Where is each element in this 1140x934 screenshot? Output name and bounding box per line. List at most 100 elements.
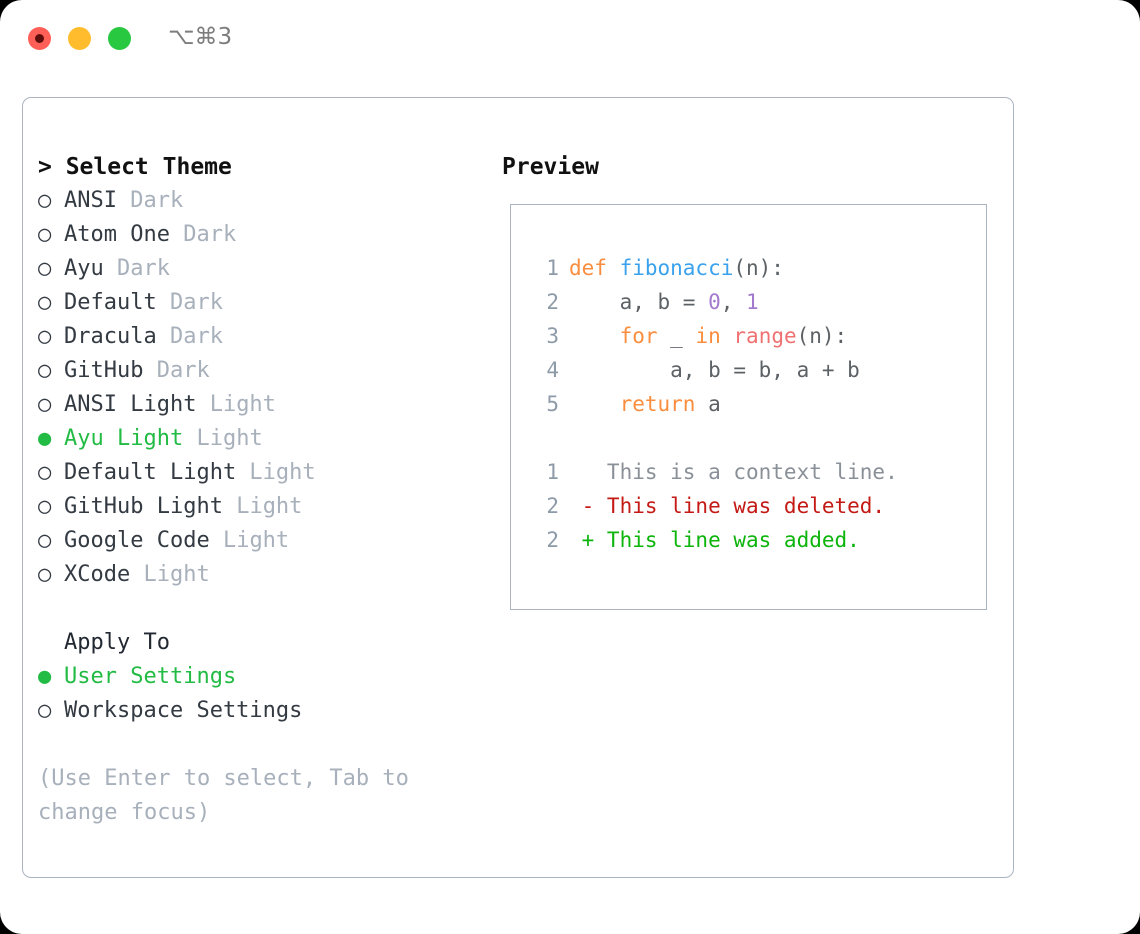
theme-variant-tag: Dark [156,290,223,315]
radio-unselected-icon: ○ [38,324,52,349]
token [721,324,734,348]
line-number: 4 [546,358,559,382]
token [569,392,620,416]
line-content: def fibonacci(n): [559,256,784,280]
theme-option-ansi[interactable]: ○ANSI Dark [38,184,478,218]
line-content: a, b = b, a + b [559,358,860,382]
radio-unselected-icon: ○ [38,256,52,281]
line-content: + This line was added. [559,528,860,552]
theme-variant-tag: Light [236,460,316,485]
radio-unselected-icon: ○ [38,494,52,519]
radio-unselected-icon: ○ [38,562,52,587]
theme-option-label: Dracula [64,324,157,349]
apply-to-option-label: Workspace Settings [64,698,303,723]
theme-option-atom-one[interactable]: ○Atom One Dark [38,218,478,252]
select-theme-heading: > Select Theme [38,154,232,180]
radio-unselected-icon: ○ [38,460,52,485]
close-window-button[interactable] [28,27,51,50]
radio-unselected-icon: ○ [38,222,52,247]
apply-to-option-user-settings[interactable]: ● User Settings [38,660,478,694]
line-number: 2 [546,494,559,518]
line-content: return a [559,392,721,416]
token: for [619,324,658,348]
token: - This line was deleted. [569,494,886,518]
theme-option-github-light[interactable]: ○GitHub Light Light [38,490,478,524]
list-spacer [38,592,478,626]
hint-spacer [38,728,478,762]
token [569,324,620,348]
diff-sample-block: 1 This is a context line.2 - This line w… [531,455,978,557]
token: a [695,392,721,416]
theme-variant-tag: Dark [143,358,210,383]
code-line: 3 for _ in range(n): [531,319,978,353]
token: This is a context line. [569,460,898,484]
theme-option-dracula[interactable]: ○ Dracula Dark [38,320,478,354]
theme-option-label: GitHub [64,358,144,383]
preview-panel: Preview [502,150,1002,184]
theme-option-label: ANSI [64,188,117,213]
diff-line: 2 + This line was added. [531,523,978,557]
keyboard-hint-text: (Use Enter to select, Tab to change focu… [38,766,409,825]
line-number: 1 [546,256,559,280]
token: (n): [733,256,784,280]
radio-unselected-icon: ○ [38,358,52,383]
apply-to-option-list: ● User Settings ○ Workspace Settings [38,660,478,728]
theme-variant-tag: Dark [116,188,184,213]
token: fibonacci [619,256,734,280]
line-content: - This line was deleted. [559,494,885,518]
line-content: for _ in range(n): [559,324,848,348]
line-number: 5 [546,392,559,416]
theme-option-ayu[interactable]: ○Ayu Dark [38,252,478,286]
theme-selector-card: > Select Theme ○ANSI Dark○Atom One Dark○… [22,97,1014,878]
diff-line: 2 - This line was deleted. [531,489,978,523]
preview-heading: Preview [502,154,599,180]
diff-line: 1 This is a context line. [531,455,978,489]
token: (n): [796,324,848,348]
line-content: a, b = 0, 1 [559,290,759,314]
theme-variant-tag: Light [222,494,303,519]
line-number: 2 [546,528,559,552]
token: a, b = b, a + b [569,358,860,382]
theme-option-google-code[interactable]: ○ Google Code Light [38,524,478,558]
theme-option-default-light[interactable]: ○Default Light Light [38,456,478,490]
token: def [569,256,620,280]
theme-option-label: Google Code [64,528,210,553]
theme-variant-tag: Dark [156,324,223,349]
maximize-window-button[interactable] [108,27,131,50]
token: a, b = [569,290,709,314]
token: , [720,290,747,314]
theme-option-ansi-light[interactable]: ○ ANSI Light Light [38,388,478,422]
code-diff-separator [531,421,978,455]
apply-to-heading: Apply To [64,630,170,655]
radio-selected-icon: ● [38,664,52,689]
token: return [619,392,696,416]
theme-variant-tag: Light [209,528,290,553]
theme-option-ayu-light[interactable]: ●Ayu Light Light [38,422,478,456]
title-bar: ⌥⌘3 [0,0,1140,78]
minimize-window-button[interactable] [68,27,91,50]
radio-unselected-icon: ○ [38,392,52,417]
token: 0 [708,290,721,314]
radio-unselected-icon: ○ [38,698,52,723]
apply-to-option-label: User Settings [64,664,237,689]
theme-option-xcode[interactable]: ○XCode Light [38,558,478,592]
theme-variant-tag: Light [196,392,276,417]
radio-unselected-icon: ○ [38,528,52,553]
token: range [733,324,797,348]
theme-option-label: Ayu [64,256,104,281]
line-number: 1 [546,460,559,484]
theme-option-label: ANSI Light [64,392,197,417]
apply-to-option-workspace-settings[interactable]: ○ Workspace Settings [38,694,478,728]
token: + This line was added. [569,528,860,552]
theme-option-label: Default [64,290,157,315]
code-line: 5 return a [531,387,978,421]
theme-option-list: ○ANSI Dark○Atom One Dark○Ayu Dark○Defaul… [38,184,478,592]
radio-selected-icon: ● [38,426,52,451]
code-line: 2 a, b = 0, 1 [531,285,978,319]
theme-option-default[interactable]: ○Default Dark [38,286,478,320]
line-content: This is a context line. [559,460,898,484]
theme-option-github[interactable]: ○ GitHub Dark [38,354,478,388]
